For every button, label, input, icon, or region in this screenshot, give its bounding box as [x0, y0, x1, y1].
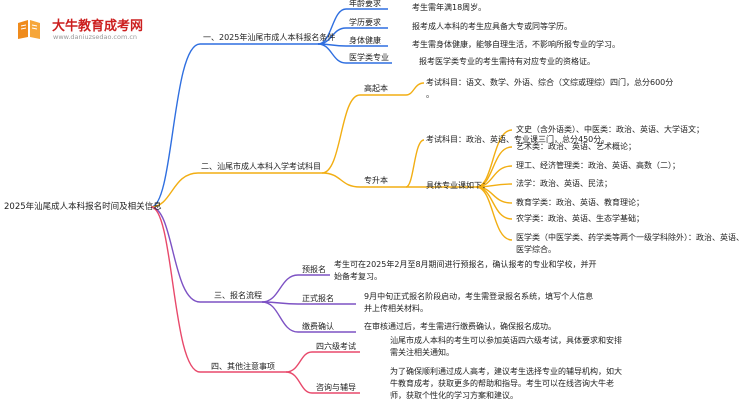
course-item: 文史（含外语类）、中医类：政治、英语、大学语文；: [516, 125, 704, 134]
payment-confirmation-text: 在审核通过后，考生需进行缴费确认，确保报名成功。: [364, 322, 556, 331]
course-item: 理工、经济管理类：政治、英语、高数（二）；: [516, 161, 680, 170]
course-item: 医学类（中医学类、药学类等两个一级学科除外）：政治、英语、医学综合。: [516, 233, 744, 254]
consulting-text: 为了确保顺利通过成人高考，建议考生选择专业的辅导机构，如大牛教育成考，获取更多的…: [390, 367, 622, 400]
cet-exam-text: 汕尾市成人本科的考生可以参加英语四六级考试，具体要求和安排需关注相关通知。: [390, 336, 622, 357]
branch-1-lines: [150, 8, 392, 208]
brand-name: 大牛教育成考网: [52, 19, 144, 34]
branch-3-lines: [150, 206, 356, 333]
branch-1-title: 一、2025年汕尾市成人本科报名条件: [203, 33, 336, 42]
branch-2-lines: [150, 82, 513, 241]
root-topic: 2025年汕尾成人本科报名时间及相关信息: [4, 202, 162, 212]
pre-registration-text: 考生可在2025年2月至8月期间进行预报名，确认报考的专业和学校，并开始备考复习…: [334, 260, 597, 281]
branch-4-title: 四、其他注意事项: [211, 362, 275, 371]
formal-registration-label: 正式报名: [302, 294, 334, 303]
zhuanshengben-label: 专升本: [364, 176, 388, 185]
branch-2-title: 二、汕尾市成人本科入学考试科目: [201, 162, 321, 171]
gaoqiben-period: 。: [426, 90, 434, 99]
zhuanshengben-subjects: 考试科目：政治、英语、专业课三门，总分450分。: [426, 135, 610, 144]
brand-domain: www.daniuzsedao.com.cn: [53, 33, 138, 41]
course-item: 农学类：政治、英语、生态学基础；: [516, 214, 644, 223]
medical-major-label: 医学类专业: [349, 53, 389, 62]
education-requirement-text: 报考成人本科的考生应具备大专或同等学历。: [412, 22, 572, 31]
course-item: 艺术类：政治、英语、艺术概论；: [516, 142, 636, 151]
branch-4-lines: [150, 206, 360, 394]
age-requirement-label: 年龄要求: [349, 0, 381, 8]
pre-registration-label: 预报名: [302, 265, 326, 274]
branch-3-title: 三、报名流程: [214, 291, 262, 300]
health-requirement-text: 考生需身体健康，能够自理生活，不影响所报专业的学习。: [412, 40, 620, 49]
book-logo-icon: [18, 20, 40, 39]
payment-confirmation-label: 缴费确认: [302, 322, 334, 331]
formal-registration-text: 9月中旬正式报名阶段启动，考生需登录报名系统，填写个人信息并上传相关材料。: [364, 292, 594, 313]
cet-exam-label: 四六级考试: [316, 342, 356, 351]
education-requirement-label: 学历要求: [349, 18, 381, 27]
age-requirement-text: 考生需年满18周岁。: [412, 3, 487, 12]
gaoqiben-subjects: 考试科目：语文、数学、外语、综合（文综或理综）四门，总分600分: [426, 78, 674, 87]
health-requirement-label: 身体健康: [349, 36, 381, 45]
gaoqiben-label: 高起本: [364, 84, 388, 93]
consulting-label: 咨询与辅导: [316, 383, 356, 392]
specific-courses-label: 具体专业课如下：: [426, 181, 490, 190]
course-item: 教育学类：政治、英语、教育理论；: [516, 198, 644, 207]
medical-major-text: 报考医学类专业的考生需持有对应专业的资格证。: [419, 57, 595, 66]
course-item: 法学：政治、英语、民法；: [516, 179, 612, 188]
